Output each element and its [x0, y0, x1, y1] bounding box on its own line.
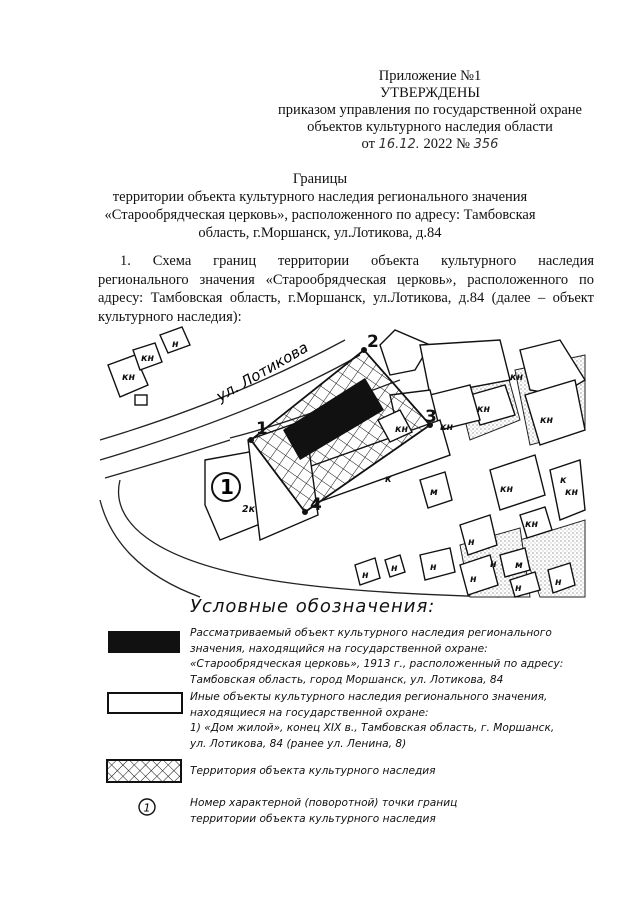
label-n: н — [391, 563, 398, 574]
label-kn: кн — [565, 487, 578, 498]
swatch-other-heritage — [107, 692, 183, 714]
heritage-object-church — [283, 378, 384, 460]
title-line-1: Границы — [292, 171, 348, 187]
boundary-point-4 — [302, 509, 308, 515]
body-paragraph: 1. Схема границ территории объекта культ… — [98, 252, 594, 326]
document-title: Границы территории объекта культурного н… — [80, 170, 560, 242]
swatch-territory — [106, 759, 182, 783]
street-name: ул. Лотикова — [212, 338, 311, 406]
point-label-4: 4 — [310, 495, 322, 515]
label-m: м — [430, 487, 438, 498]
title-line-4: область, г.Моршанск, ул.Лотикова, д.84 — [198, 225, 442, 241]
legend-item-2: Иные объекты культурного наследия регион… — [190, 691, 555, 750]
legend-title: Условные обозначения: — [190, 596, 436, 617]
para-line-2: регионального значения «Старообрядческая… — [98, 271, 594, 288]
label-n: н — [555, 577, 562, 588]
parcel-number: 1 — [220, 475, 234, 499]
point-label-3: 3 — [425, 407, 437, 427]
label-k: к — [560, 475, 567, 486]
order-line-1: приказом управления по государственной о… — [278, 102, 582, 118]
label-kn: кн — [540, 415, 553, 426]
parcel-marker — [211, 472, 241, 502]
order-line-2: объектов культурного наследия области — [307, 119, 553, 135]
label-n: н — [515, 583, 522, 594]
para-line-3: адресу: Тамбовская область, г.Моршанск, … — [98, 290, 594, 306]
boundary-points — [248, 347, 433, 515]
legend-item-4: Номер характерной (поворотной) точки гра… — [190, 797, 458, 825]
para-line-4: культурного наследия): — [98, 308, 242, 325]
svg-text:1: 1 — [144, 802, 151, 815]
label-kn: кн — [141, 353, 154, 364]
label-n: н — [490, 559, 497, 570]
point-label-1: 1 — [256, 419, 268, 439]
boundary-point-2 — [361, 347, 367, 353]
label-kn: кн — [477, 404, 490, 415]
swatch-point-number: 1 — [138, 798, 156, 816]
site-plan-map: 1 2 3 4 1 ул. Лотикова кн кн н кн кн кн … — [99, 326, 586, 598]
title-line-2: территории объекта культурного наследия … — [112, 189, 528, 205]
label-kn: кн — [525, 519, 538, 530]
label-kn: кн — [122, 372, 135, 383]
handwritten-number: 356 — [473, 137, 499, 152]
label-k: к — [385, 474, 392, 485]
boundary-point-3 — [427, 422, 433, 428]
label-m: м — [515, 560, 523, 571]
label-kn: кн — [440, 422, 453, 433]
label-kn: кн — [395, 424, 408, 435]
label-n: н — [362, 570, 369, 581]
legend-item-1: Рассматриваемый объект культурного насле… — [190, 627, 564, 686]
title-line-3: «Старообрядческая церковь», расположенно… — [104, 207, 536, 223]
label-2k: 2к — [242, 504, 256, 515]
date-prefix: от — [361, 136, 375, 152]
handwritten-date: 16.12. — [378, 137, 420, 152]
appendix-label: Приложение №1 — [378, 68, 482, 84]
label-n: н — [172, 339, 179, 350]
para-line-1: 1. Схема границ территории объекта культ… — [120, 253, 594, 269]
heritage-house — [377, 409, 413, 443]
boundary-point-1 — [248, 437, 254, 443]
swatch-heritage-object — [108, 631, 180, 653]
approval-block: Приложение №1 УТВЕРЖДЕНЫ приказом управл… — [250, 68, 610, 153]
label-n: н — [468, 537, 475, 548]
label-n: н — [430, 562, 437, 573]
label-kn: кн — [500, 484, 513, 495]
label-kn: кн — [510, 372, 523, 383]
point-label-2: 2 — [367, 332, 379, 352]
number-sign: № — [456, 136, 471, 152]
approved-label: УТВЕРЖДЕНЫ — [379, 85, 481, 101]
order-date-line: от 16.12. 2022 № 356 — [250, 136, 610, 153]
label-n: н — [470, 574, 477, 585]
order-year: 2022 — [423, 136, 453, 152]
legend-item-3: Территория объекта культурного наследия — [190, 765, 436, 777]
